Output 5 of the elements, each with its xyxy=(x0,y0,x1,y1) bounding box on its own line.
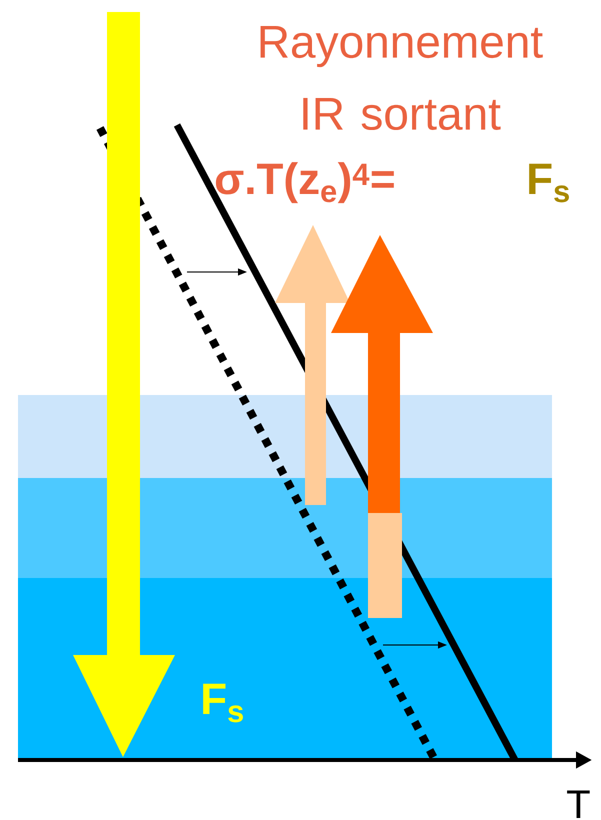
flux-label: F$_{s}$ xyxy=(203,684,243,722)
formula: σ.T(z$_{e}$)$^{4}$= xyxy=(216,162,394,204)
flux-label: F$_{s}$ xyxy=(529,164,569,202)
axis-label: T xyxy=(567,790,590,818)
title: Rayonnement IR sortant xyxy=(260,26,543,130)
